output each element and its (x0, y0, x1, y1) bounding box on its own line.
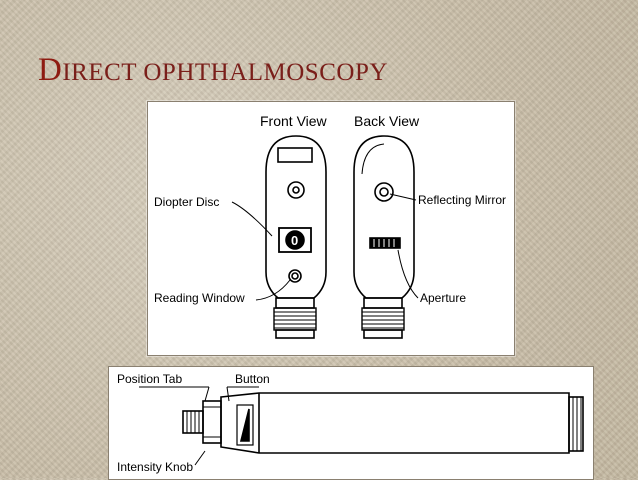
slide-title-rest: irect Ophthalmoscopy (62, 59, 388, 86)
head-diagram-svg: Front View Back View 0 (154, 113, 506, 339)
diopter-disc-leader (231, 201, 273, 237)
intensity-knob-leader (194, 450, 206, 466)
reading-window-digit: 0 (291, 233, 298, 248)
diopter-disc-label: Diopter Disc (154, 195, 219, 209)
position-tab-label: Position Tab (117, 372, 182, 386)
front-view-body: 0 (265, 135, 327, 339)
reflecting-mirror-leader (389, 193, 417, 201)
slide-title-lead: D (38, 52, 63, 88)
aperture-leader (397, 249, 419, 299)
reading-window-label: Reading Window (154, 291, 245, 305)
button-label: Button (235, 372, 270, 386)
aperture-label: Aperture (420, 291, 466, 305)
back-view-label: Back View (354, 113, 420, 129)
intensity-knob-label: Intensity Knob (117, 460, 193, 474)
back-view-body (353, 135, 415, 339)
reflecting-mirror-label: Reflecting Mirror (418, 193, 506, 207)
front-view-label: Front View (260, 113, 328, 129)
reading-window-leader (255, 279, 291, 301)
handle-body (182, 392, 584, 454)
handle-diagram-svg: Position Tab Button Intensity Knob (117, 372, 584, 474)
ophthalmoscope-handle-diagram: Position Tab Button Intensity Knob (108, 366, 594, 480)
ophthalmoscope-head-diagram: Front View Back View 0 (147, 101, 515, 356)
slide-title: Direct Ophthalmoscopy (38, 52, 388, 89)
